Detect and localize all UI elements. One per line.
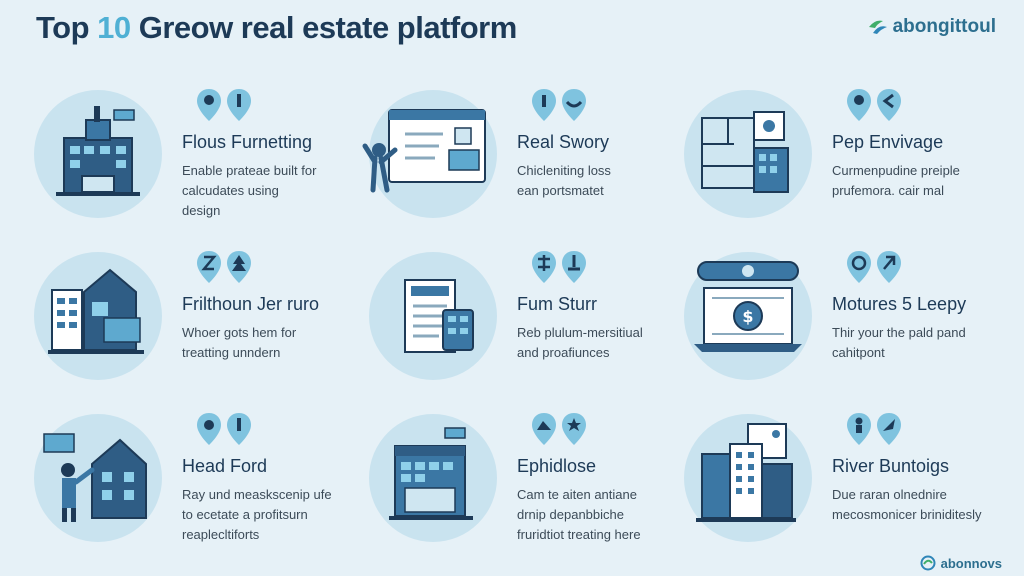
floor-plan-icon (684, 90, 812, 218)
item-title: Frilthoun Jer ruro (182, 294, 320, 314)
document-device-icon (369, 252, 497, 380)
brand-logo: abongittoul (867, 16, 996, 38)
item-title: Motures 5 Leepy (832, 294, 967, 314)
pin-icon (876, 250, 902, 284)
pin-icon (561, 88, 587, 122)
shop-front-icon (369, 414, 497, 542)
pin-icon (876, 88, 902, 122)
house-building-icon (34, 252, 162, 380)
pin-icon (196, 250, 222, 284)
pin-icon (561, 250, 587, 284)
pin-icons (846, 88, 902, 122)
item-title: Real Swory (517, 132, 610, 152)
item-title: Fum Sturr (517, 294, 598, 314)
platform-card-1[interactable]: Flous Furnetting Enable prateae built fo… (30, 84, 365, 242)
pin-icons (846, 250, 902, 284)
pin-icon (846, 412, 872, 446)
laptop-dollar-icon: $ (684, 252, 812, 380)
pin-icons (531, 250, 587, 284)
pin-icons (846, 412, 902, 446)
footer-brand-text: abonnovs (940, 555, 1002, 571)
item-title: Pep Envivage (832, 132, 944, 152)
pin-icon (196, 88, 222, 122)
item-title: Ephidlose (517, 456, 597, 476)
pin-icon (846, 250, 872, 284)
pin-icon (561, 412, 587, 446)
title-number: 10 (97, 10, 131, 45)
pin-icons (196, 250, 252, 284)
pin-icon (226, 412, 252, 446)
pin-icon (226, 250, 252, 284)
pin-icons (531, 88, 587, 122)
pin-icon (876, 412, 902, 446)
item-title: River Buntoigs (832, 456, 950, 476)
pin-icon (531, 412, 557, 446)
pin-icons (196, 88, 252, 122)
pin-icon (531, 88, 557, 122)
pin-icons (531, 412, 587, 446)
platform-card-6[interactable]: $ Motures 5 Leepy Thir your the pald pan… (680, 246, 1000, 404)
svg-text:$: $ (742, 307, 753, 326)
footer-brand: abonnovs (920, 555, 1002, 571)
swirl-logo-icon (920, 555, 936, 571)
city-buildings-icon (684, 414, 812, 542)
pin-icon (531, 250, 557, 284)
person-house-icon (34, 414, 162, 542)
pin-icons (196, 412, 252, 446)
pin-icon (846, 88, 872, 122)
item-title: Flous Furnetting (182, 132, 313, 152)
platform-grid: Flous Furnetting Enable prateae built fo… (30, 84, 1000, 544)
leaf-logo-icon (868, 20, 887, 34)
browser-presenter-icon (362, 90, 497, 218)
pin-icon (226, 88, 252, 122)
page-title: Top 10 Greow real estate platform (36, 10, 517, 45)
office-building-icon (34, 90, 162, 218)
pin-icon (196, 412, 222, 446)
item-title: Head Ford (182, 456, 268, 476)
brand-logo-text: abongittoul (892, 16, 996, 37)
